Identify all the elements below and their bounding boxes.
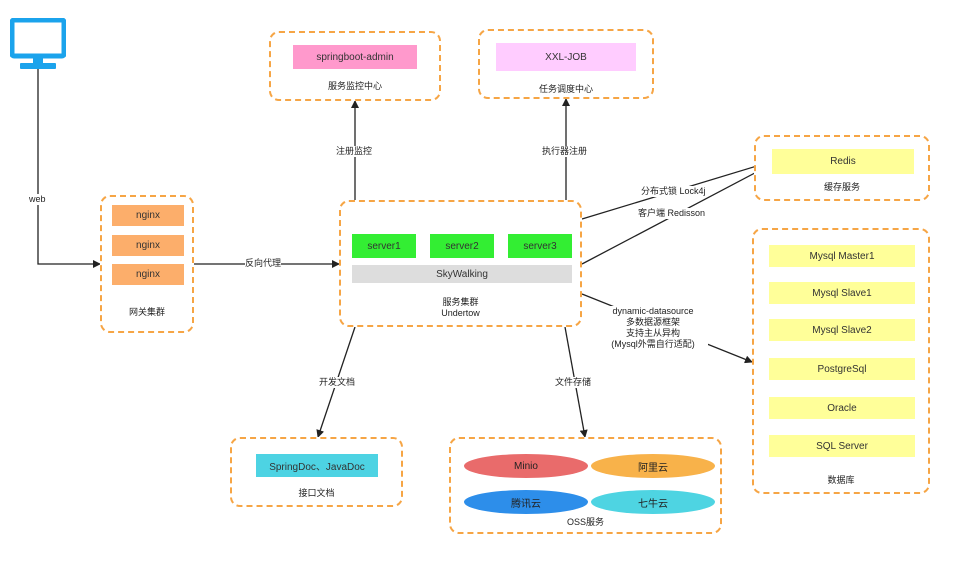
database-node: Oracle bbox=[769, 397, 915, 419]
database-link-line: 多数据源框架 bbox=[625, 317, 680, 327]
database-node: Mysql Master1 bbox=[769, 245, 915, 267]
docs-node: SpringDoc、JavaDoc bbox=[256, 454, 378, 477]
cache-group: Redis 缓存服务 bbox=[754, 135, 930, 201]
oss-group: Minio 阿里云 腾讯云 七牛云 OSS服务 bbox=[449, 437, 722, 534]
database-link-line: dynamic-datasource bbox=[612, 306, 694, 316]
gateway-group: nginx nginx nginx 网关集群 bbox=[100, 195, 194, 333]
database-link-label: dynamic-datasource 多数据源框架 支持主从异构 (Mysql外… bbox=[598, 306, 708, 350]
xxljob-node: XXL-JOB bbox=[496, 43, 636, 71]
service-cluster-group: server1 server2 server3 SkyWalking 服务集群 … bbox=[339, 200, 582, 327]
database-node: Mysql Slave2 bbox=[769, 319, 915, 341]
database-node: Mysql Slave1 bbox=[769, 282, 915, 304]
oss-provider: Minio bbox=[464, 454, 588, 478]
database-node: PostgreSql bbox=[769, 358, 915, 380]
web-label: web bbox=[29, 194, 46, 205]
server-node: server2 bbox=[430, 234, 494, 258]
server-node: server3 bbox=[508, 234, 572, 258]
database-link-line: 支持主从异构 bbox=[625, 328, 680, 338]
database-caption: 数据库 bbox=[827, 475, 855, 485]
admin-group: springboot-admin 服务监控中心 bbox=[269, 31, 441, 101]
cluster-caption-1: 服务集群 bbox=[442, 297, 479, 307]
database-link-line: (Mysql外需自行适配) bbox=[611, 339, 695, 349]
xxljob-link-label: 执行器注册 bbox=[542, 146, 588, 157]
skywalking-bar: SkyWalking bbox=[352, 265, 572, 283]
oss-caption: OSS服务 bbox=[566, 517, 604, 527]
redis-node: Redis bbox=[772, 149, 914, 174]
web-connector bbox=[37, 68, 101, 268]
gateway-caption: 网关集群 bbox=[128, 307, 165, 317]
database-group: Mysql Master1 Mysql Slave1 Mysql Slave2 … bbox=[752, 228, 930, 494]
xxljob-caption: 任务调度中心 bbox=[538, 84, 593, 94]
oss-provider: 腾讯云 bbox=[464, 490, 588, 514]
cache-caption: 缓存服务 bbox=[823, 182, 860, 192]
oss-provider: 阿里云 bbox=[591, 454, 715, 478]
docs-group: SpringDoc、JavaDoc 接口文档 bbox=[230, 437, 403, 507]
admin-link-label: 注册监控 bbox=[336, 146, 373, 157]
docs-caption: 接口文档 bbox=[298, 488, 335, 498]
proxy-label: 反向代理 bbox=[245, 258, 282, 269]
admin-node: springboot-admin bbox=[293, 45, 417, 69]
admin-caption: 服务监控中心 bbox=[327, 81, 382, 91]
nginx-node: nginx bbox=[112, 264, 184, 285]
oss-link-label: 文件存储 bbox=[555, 377, 592, 388]
monitor-icon bbox=[10, 18, 66, 69]
nginx-node: nginx bbox=[112, 205, 184, 226]
xxljob-group: XXL-JOB 任务调度中心 bbox=[478, 29, 654, 99]
nginx-node: nginx bbox=[112, 235, 184, 256]
redis-link-label-1: 分布式锁 Lock4j bbox=[641, 186, 706, 197]
server-node: server1 bbox=[352, 234, 416, 258]
cluster-caption-2: Undertow bbox=[441, 308, 480, 318]
database-node: SQL Server bbox=[769, 435, 915, 457]
oss-provider: 七牛云 bbox=[591, 490, 715, 514]
redis-link-label-2: 客户端 Redisson bbox=[638, 208, 706, 219]
docs-link-label: 开发文档 bbox=[319, 377, 356, 388]
